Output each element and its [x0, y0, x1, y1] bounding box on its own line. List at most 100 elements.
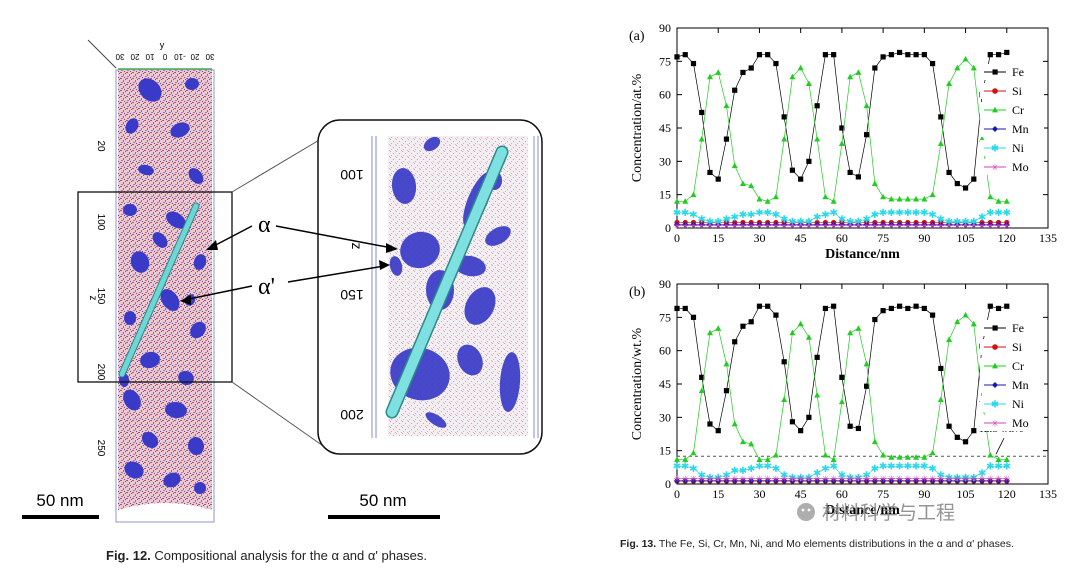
data-point-cr	[805, 334, 812, 340]
data-point-cr	[764, 198, 771, 204]
data-point-ni: ✱	[879, 462, 887, 473]
data-point-cr	[904, 195, 911, 202]
axis-y-tick-label: 30	[205, 52, 214, 61]
data-point-mo: ✳	[789, 222, 797, 232]
data-point-mo: ✳	[962, 475, 970, 485]
data-point-cr	[748, 182, 755, 189]
data-point-mo: ✳	[789, 475, 797, 485]
chart-panel-label: (b)	[629, 285, 646, 300]
data-point-mo: ✳	[855, 475, 863, 485]
data-point-ni: ✱	[755, 462, 763, 473]
data-point-fe	[806, 158, 812, 164]
data-point-cr	[822, 451, 829, 458]
data-point-mo: ✳	[714, 222, 722, 232]
y-tick-label: 15	[659, 188, 671, 202]
axis-z-tick-label: 250	[95, 440, 106, 457]
data-point-mn	[921, 221, 928, 228]
data-point-fe	[847, 169, 853, 176]
inset-precipitate	[485, 226, 511, 246]
alpha-prime-arrow-left	[183, 285, 253, 301]
y-tick-label: 0	[665, 477, 671, 491]
data-point-mo: ✳	[896, 475, 904, 485]
data-point-mo: ✳	[970, 475, 978, 485]
data-point-cr	[764, 456, 771, 462]
data-point-cr	[723, 360, 730, 367]
data-point-ni: ✱	[673, 462, 681, 473]
data-point-fe	[855, 174, 861, 180]
data-point-cr	[690, 191, 697, 198]
data-point-mn	[830, 221, 837, 228]
data-point-ni: ✱	[681, 208, 689, 219]
data-point-ni: ✱	[945, 217, 953, 228]
data-point-mo: ✳	[681, 222, 689, 232]
alpha-prime-precipitate	[166, 211, 186, 229]
data-point-ni: ✱	[1003, 208, 1011, 219]
data-point-cr	[682, 456, 689, 462]
data-point-cr	[871, 180, 878, 186]
data-point-mn	[739, 221, 746, 228]
data-point-ni: ✱	[780, 471, 788, 482]
series-mo: ✳✳✳✳✳✳✳✳✳✳✳✳✳✳✳✳✳✳✳✳✳✳✳✳✳✳✳✳✳✳✳✳✳✳✳✳✳✳✳✳…	[673, 222, 1011, 232]
data-point-cr	[739, 438, 746, 445]
data-point-fe	[822, 305, 828, 312]
legend-bg	[980, 159, 1044, 175]
alpha-prime-precipitate	[141, 431, 159, 449]
data-point-mo: ✳	[904, 475, 912, 485]
data-point-cr	[682, 198, 689, 204]
legend-bg	[980, 121, 1044, 137]
data-point-fe	[723, 388, 730, 394]
data-point-mn	[739, 477, 746, 484]
alpha-prime-precipitate	[123, 389, 141, 411]
wechat-icon-eye-left	[801, 508, 805, 512]
legend-bg	[980, 83, 1044, 99]
data-point-mo: ✳	[929, 475, 937, 485]
x-tick-label: 135	[1039, 487, 1057, 501]
data-point-mo: ✳	[747, 475, 755, 485]
legend-bg	[980, 102, 1044, 118]
scale-bar-right	[328, 515, 440, 519]
data-point-cr	[1003, 456, 1010, 462]
data-point-ni: ✱	[829, 208, 837, 219]
data-point-ni: ✱	[821, 210, 829, 221]
data-point-fe	[715, 428, 721, 434]
data-point-mn	[995, 477, 1002, 484]
data-point-mo: ✳	[871, 475, 879, 485]
data-point-fe	[995, 52, 1002, 58]
data-point-ni: ✱	[846, 217, 854, 228]
data-point-mo: ✳	[921, 222, 929, 232]
data-point-mn	[929, 477, 936, 484]
axis-y-diagonal	[87, 39, 117, 69]
data-point-fe	[855, 425, 861, 432]
data-point-cr	[1003, 198, 1010, 204]
figure-13-caption: Fig. 13. The Fe, Si, Cr, Mn, Ni, and Mo …	[620, 538, 1075, 551]
alpha-prime-precipitate	[165, 401, 187, 419]
data-point-fe	[839, 125, 845, 131]
data-point-fe	[1004, 49, 1010, 56]
legend-label: Mn	[1012, 378, 1029, 392]
data-point-mn	[946, 477, 953, 484]
data-point-mn	[871, 477, 878, 484]
y-tick-label: 90	[659, 277, 671, 291]
y-tick-label: 30	[659, 154, 671, 168]
data-point-fe	[880, 54, 886, 60]
data-point-mn	[822, 477, 829, 484]
data-point-cr	[855, 325, 862, 331]
data-point-fe	[880, 308, 886, 314]
data-point-ni: ✱	[747, 210, 755, 221]
data-point-mo: ✳	[863, 475, 871, 485]
y-axis-label: Concentration/wt.%	[630, 327, 645, 440]
data-point-mn	[979, 477, 986, 484]
data-point-fe	[781, 114, 787, 120]
series-fe	[674, 49, 1010, 191]
data-point-fe	[938, 114, 944, 120]
series-line	[676, 52, 1007, 189]
legend-marker-mn	[992, 126, 998, 132]
data-point-cr	[789, 329, 796, 336]
data-point-mn	[764, 477, 771, 484]
data-point-mo: ✳	[888, 222, 896, 232]
data-point-mo: ✳	[954, 475, 962, 485]
data-point-cr	[871, 438, 878, 445]
data-point-mn	[888, 477, 895, 484]
data-point-mn	[987, 221, 994, 228]
